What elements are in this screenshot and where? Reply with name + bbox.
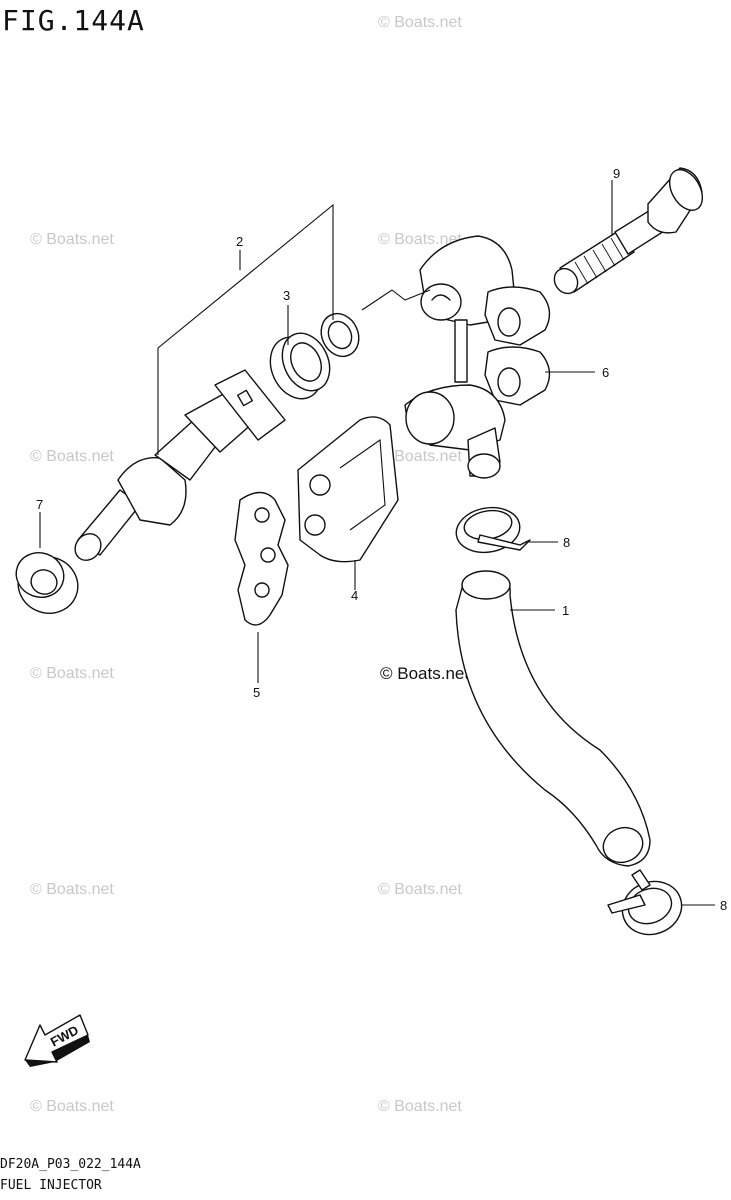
fwd-arrow-icon: FWD (24, 1014, 90, 1067)
watermark: © Boats.net (378, 1098, 462, 1115)
watermarks: © Boats.net © Boats.net © Boats.net © Bo… (30, 14, 469, 1115)
watermark: © Boats.net (378, 448, 462, 465)
grommet-part-7 (15, 512, 79, 614)
gasket-part-5 (234, 491, 289, 683)
fuel-injector-part-2 (74, 203, 334, 561)
bolt-part-9 (553, 167, 704, 295)
callout-2: 2 (236, 234, 243, 249)
callout-7: 7 (36, 497, 43, 512)
watermark: © Boats.net (378, 231, 462, 248)
o-ring-part-3 (269, 305, 360, 400)
watermark: © Boats.net (30, 881, 114, 898)
callout-3: 3 (283, 288, 290, 303)
callouts: 9 2 3 6 7 8 4 1 5 8 (36, 166, 727, 913)
watermark: © Boats.net (30, 231, 114, 248)
callout-1: 1 (562, 603, 569, 618)
watermark: © Boats.net (30, 665, 114, 682)
fuel-hose-part-1 (455, 570, 651, 867)
insulator-part-4 (297, 416, 399, 590)
callout-4: 4 (351, 588, 358, 603)
callout-9: 9 (613, 166, 620, 181)
watermark: © Boats.net (378, 881, 462, 898)
clamp-part-8-lower (607, 869, 715, 936)
callout-8-upper: 8 (563, 535, 570, 550)
watermark-center: © Boats.net (380, 664, 469, 683)
callout-6: 6 (602, 365, 609, 380)
watermark: © Boats.net (378, 14, 462, 31)
watermark: © Boats.net (30, 448, 114, 465)
watermark: © Boats.net (30, 1098, 114, 1115)
callout-8-lower: 8 (720, 898, 727, 913)
callout-5: 5 (253, 685, 260, 700)
fuel-rail-part-6 (361, 235, 595, 479)
clamp-part-8-upper (455, 506, 558, 554)
figure-subtitle: FUEL INJECTOR (0, 1178, 102, 1193)
figure-title: FIG.144A (2, 4, 145, 37)
figure-code: DF20A_P03_022_144A (0, 1157, 141, 1172)
